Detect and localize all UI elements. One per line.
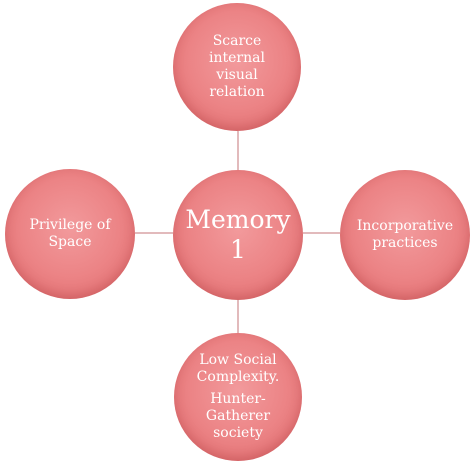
node-left-line-2: Space [48, 234, 92, 250]
node-bottom-line-2: Complexity. [196, 369, 280, 385]
node-center-line-2: 1 [230, 235, 246, 264]
node-bottom-line-3: Hunter- [210, 391, 266, 407]
node-right-line-1: Incorporative [356, 218, 454, 234]
node-right-label: Incorporative practices [357, 218, 453, 252]
node-top-line-3: visual [216, 67, 258, 83]
node-bottom-line-1: Low Social [199, 352, 277, 368]
node-privilege-of-space: Privilege of Space [5, 169, 135, 299]
node-center-label: Memory 1 [185, 205, 290, 265]
node-scarce-internal-visual-relation: Scarce internal visual relation [173, 3, 301, 131]
node-center-line-1: Memory [185, 205, 291, 234]
node-low-social-complexity: Low Social Complexity. Hunter- Gatherer … [174, 333, 302, 461]
node-top-line-2: internal [209, 50, 265, 66]
node-right-line-2: practices [372, 235, 438, 251]
node-left-line-1: Privilege of [29, 217, 111, 233]
node-top-line-4: relation [209, 84, 265, 100]
node-top-line-1: Scarce [212, 33, 262, 49]
node-incorporative-practices: Incorporative practices [340, 170, 470, 300]
node-memory-1: Memory 1 [173, 170, 303, 300]
node-bottom-line-5: society [213, 425, 263, 441]
node-bottom-line-4: Gatherer [205, 408, 271, 424]
node-left-label: Privilege of Space [29, 217, 110, 251]
node-top-label: Scarce internal visual relation [209, 33, 265, 101]
node-bottom-label: Low Social Complexity. Hunter- Gatherer … [197, 352, 280, 442]
